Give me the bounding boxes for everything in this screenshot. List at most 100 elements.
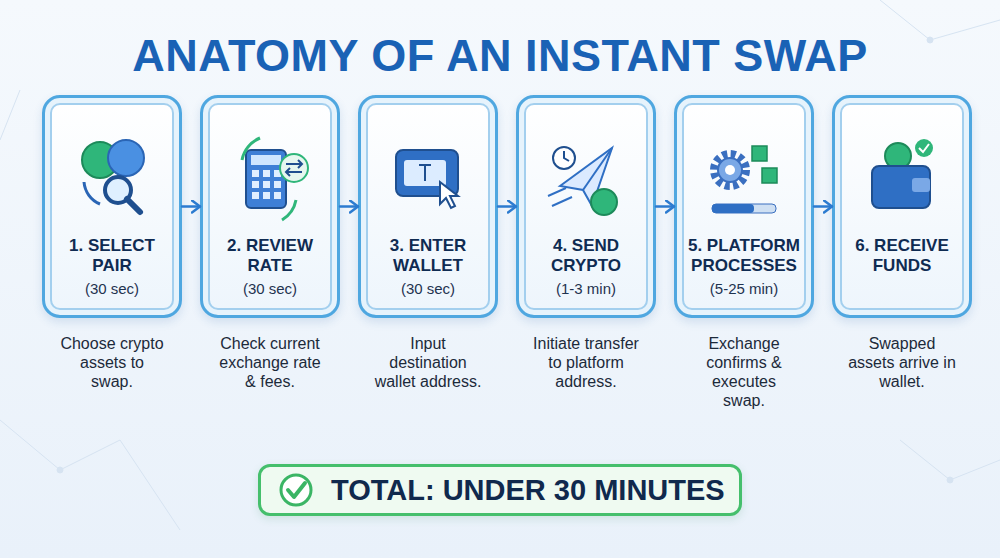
network-lines-part <box>0 90 20 140</box>
send-icon-part <box>560 148 612 206</box>
rate-icon-part <box>246 150 286 208</box>
wallet-icon-part <box>419 164 431 166</box>
rate-icon-part <box>263 192 270 199</box>
pair-icon-part <box>105 177 131 203</box>
step-label: 3. ENTER WALLET <box>369 236 487 276</box>
wallet-icon-part <box>440 182 458 208</box>
process-icon-part <box>712 204 776 213</box>
step-description: Exchange confirms & executes swap. <box>689 334 799 410</box>
network-lines-part <box>880 0 1000 40</box>
send-icon-part <box>548 188 566 196</box>
process-icon <box>712 146 777 213</box>
step-description: Initiate transfer to platform address. <box>531 334 641 391</box>
step-label: 1. SELECT PAIR <box>53 236 171 276</box>
flow-arrow <box>182 205 200 208</box>
process-icon-part <box>725 165 735 175</box>
total-box: TOTAL: UNDER 30 MINUTES <box>258 464 742 516</box>
network-lines <box>0 0 1000 530</box>
receive-icon-part <box>919 144 929 152</box>
pair-icon-part <box>127 199 140 212</box>
step-text-group: 4. SEND CRYPTO (1-3 min) <box>519 236 653 298</box>
flow-connector-group <box>656 206 674 207</box>
send-icon <box>548 147 617 215</box>
send-icon-part <box>553 147 575 169</box>
step-text-group: 2. REVIEW RATE (30 sec) <box>203 236 337 298</box>
receive-icon <box>872 139 933 208</box>
step-label: 5. PLATFORM PROCESSES <box>685 236 803 276</box>
step-box: 1. SELECT PAIR(30 sec)Choose crypto asse… <box>42 95 182 318</box>
process-icon-part <box>714 154 746 186</box>
step-duration: (1-3 min) <box>519 280 653 298</box>
step-description: Choose crypto assets to swap. <box>57 334 167 391</box>
wallet-icon-part <box>424 165 426 181</box>
check-icon-part <box>288 483 305 497</box>
send-icon-part <box>583 148 612 190</box>
step-text-group: 3. ENTER WALLET (30 sec) <box>361 236 495 298</box>
send-icon-part <box>552 197 572 206</box>
flow-connector-group <box>814 206 832 207</box>
total-label: TOTAL: UNDER 30 MINUTES <box>331 467 733 513</box>
flow-arrow <box>498 205 516 208</box>
rate-icon-part <box>274 170 281 177</box>
step-box: 4. SEND CRYPTO(1-3 min)Initiate transfer… <box>516 95 656 318</box>
network-lines-part <box>927 37 933 43</box>
flow-arrow <box>814 205 832 208</box>
rate-icon-part <box>252 170 259 177</box>
rate-icon-part <box>252 192 259 199</box>
step-description: Swapped assets arrive in wallet. <box>847 334 957 391</box>
send-icon-part <box>591 189 617 215</box>
step-label: 2. REVIEW RATE <box>211 236 329 276</box>
rate-icon-part <box>252 181 259 188</box>
step-box: 2. REVIEW RATE(30 sec)Check current exch… <box>200 95 340 318</box>
check-icon-part <box>281 475 311 505</box>
receive-icon-part <box>912 178 930 192</box>
step-duration: (5-25 min) <box>677 280 811 298</box>
wallet-icon-part <box>396 150 458 196</box>
process-icon-part <box>752 146 767 161</box>
pair-icon-part <box>84 182 100 204</box>
step-label: 6. RECEIVE FUNDS <box>843 236 961 276</box>
rate-icon-part <box>251 155 281 165</box>
network-lines-part <box>0 420 180 530</box>
receive-icon-part <box>885 143 911 169</box>
network-lines-part <box>900 440 1000 480</box>
rate-icon-part <box>282 200 296 220</box>
flow-connector-group <box>182 206 200 207</box>
step-label: 4. SEND CRYPTO <box>527 236 645 276</box>
flow-arrow <box>340 205 358 208</box>
process-icon-part <box>762 168 777 183</box>
receive-icon-part <box>872 166 930 208</box>
rate-icon-part <box>263 170 270 177</box>
diagram-title: ANATOMY OF AN INSTANT SWAP <box>0 30 1000 82</box>
rate-icon <box>242 138 308 220</box>
step-box: 6. RECEIVE FUNDSSwapped assets arrive in… <box>832 95 972 318</box>
wallet-icon-part <box>404 160 446 186</box>
network-lines-part <box>57 467 63 473</box>
pair-icon-part <box>108 140 144 176</box>
step-duration: (30 sec) <box>45 280 179 298</box>
rate-icon-part <box>242 138 260 160</box>
network-lines-part <box>947 477 953 483</box>
step-duration: (30 sec) <box>361 280 495 298</box>
step-box: 3. ENTER WALLET(30 sec)Input destination… <box>358 95 498 318</box>
pair-icon <box>82 140 144 212</box>
receive-icon-part <box>915 139 933 157</box>
step-text-group: 5. PLATFORM PROCESSES (5-25 min) <box>677 236 811 298</box>
step-description: Input destination wallet address. <box>373 334 483 391</box>
rate-icon-part <box>274 181 281 188</box>
step-duration: (30 sec) <box>203 280 337 298</box>
process-icon-part <box>718 158 742 182</box>
rate-icon-part <box>280 154 308 182</box>
rate-icon-part <box>263 181 270 188</box>
rate-icon-part <box>286 160 302 176</box>
wallet-icon <box>396 150 458 208</box>
step-description: Check current exchange rate & fees. <box>215 334 325 391</box>
rate-icon-part <box>274 192 281 199</box>
check-icon <box>281 475 311 505</box>
step-text-group: 1. SELECT PAIR (30 sec) <box>45 236 179 298</box>
send-icon-part <box>564 151 569 161</box>
